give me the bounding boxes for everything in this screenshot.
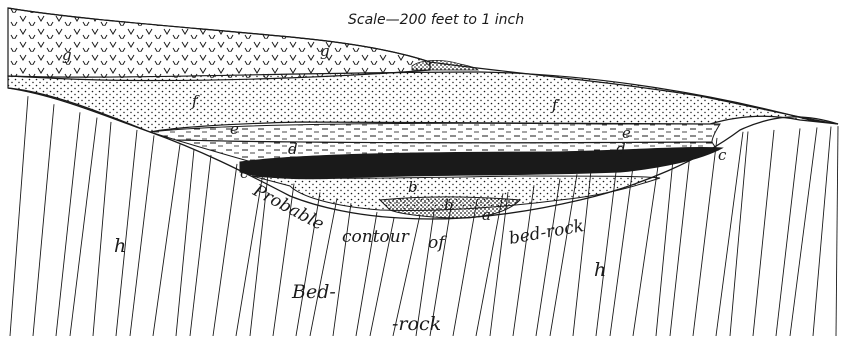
label-h-right: h: [594, 259, 606, 281]
bedrock-hatch-line: [213, 164, 237, 336]
bedrock-hatch-line: [10, 96, 28, 336]
bedrock-hatch-line: [776, 128, 800, 336]
bedrock-hatch-line: [656, 149, 674, 336]
label-h-left: h: [114, 235, 126, 257]
bedrock-hatch-line: [190, 155, 211, 336]
gravel-cap: [412, 60, 478, 70]
label-e-left: e: [230, 120, 239, 138]
bedrock-hatch-line: [753, 130, 774, 336]
bedrock-hatch-line: [70, 118, 97, 336]
bedrock-hatch-line: [333, 203, 351, 336]
label-g-right: g: [320, 42, 330, 60]
bedrock-label-bottom: -rock: [392, 313, 441, 335]
bedrock-hatch-line: [153, 144, 180, 336]
label-a: a: [482, 206, 491, 224]
bedrock-hatch-line: [176, 149, 194, 336]
label-g-left: g: [62, 46, 72, 64]
label-b-lower: b: [444, 196, 454, 214]
bedrock-hatch-line: [693, 138, 717, 336]
annotation-contour: contour: [342, 227, 410, 247]
bedrock-hatch-line: [453, 200, 477, 336]
annotation-bed-rock: bed-rock: [507, 216, 585, 249]
scale-caption: Scale—200 feet to 1 inch: [348, 12, 524, 28]
label-d-left: d: [288, 140, 298, 158]
label-b-upper: b: [408, 178, 418, 196]
bedrock-hatch-line: [93, 122, 111, 336]
label-c-right: c: [718, 146, 727, 164]
bedrock-label-top: Bed-: [291, 281, 336, 303]
bedrock-hatch-line: [33, 104, 54, 336]
bedrock-hatch-line: [790, 127, 817, 336]
bedrock-hatch-line: [513, 185, 534, 336]
bedrock-hatch-line: [56, 112, 80, 336]
bedrock-hatch-line: [670, 145, 691, 336]
bedrock-hatch-line: [813, 127, 831, 336]
label-c-left: c: [240, 164, 249, 182]
bedrock-hatch-line: [836, 126, 838, 336]
label-d-right: d: [616, 140, 626, 158]
annotation-of: of: [428, 233, 447, 253]
